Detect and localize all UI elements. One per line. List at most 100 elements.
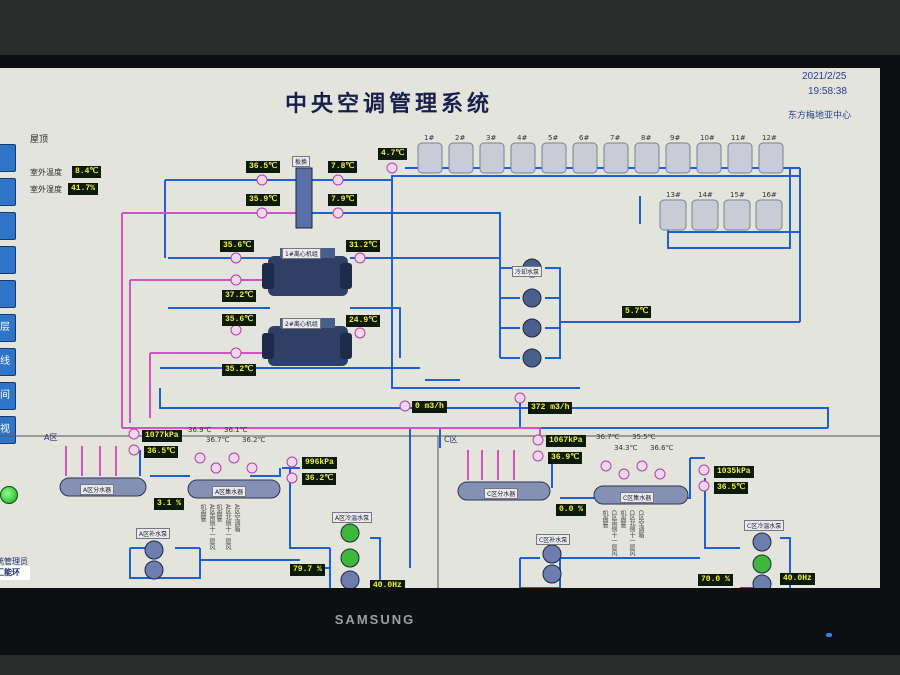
chiller1-left-bottom-temp: 37.2℃	[222, 290, 257, 302]
cooling-tower-row-1[interactable]	[417, 142, 784, 174]
plate-hx-label: 板换	[292, 156, 311, 167]
zone-a-supply-pumps[interactable]	[144, 540, 164, 580]
zone-a-branch-3: A区空调箱	[233, 504, 240, 533]
zone-c-cooling-pump-label: C区冷温水泵	[744, 520, 785, 531]
tower-label-12: 12#	[762, 134, 777, 142]
zone-a-supply-pump-label: A区补水泵	[136, 528, 171, 539]
tower-label-14: 14#	[698, 191, 713, 199]
power-led	[826, 633, 832, 637]
flow-meter-1: 0 m3/h	[412, 401, 447, 413]
zone-a-frequency: 40.0Hz	[370, 580, 405, 588]
tower-label-2: 2#	[455, 134, 466, 142]
cooling-tower-row-2[interactable]	[659, 199, 783, 231]
time-display: 19:58:38	[808, 86, 847, 97]
zone-c-pressure-1: 1067kPa	[546, 435, 586, 447]
tower-label-16: 16#	[762, 191, 777, 199]
chiller-1-label: 1#离心机组	[282, 248, 321, 259]
hvac-schematic	[0, 142, 880, 588]
date-display: 2021/2/25	[802, 71, 847, 82]
sidebar-button-7[interactable]: 线	[0, 348, 16, 376]
zone-a-cooling-pumps[interactable]	[340, 523, 360, 588]
sidebar-button-1[interactable]	[0, 144, 16, 172]
zone-a-cooling-pump-label: A区冷温水泵	[332, 512, 373, 523]
sidebar-button-8[interactable]: 间	[0, 382, 16, 410]
chiller-2-label: 2#离心机组	[282, 318, 321, 329]
tower-outlet-temp: 4.7℃	[378, 148, 408, 160]
sidebar-button-3[interactable]	[0, 212, 16, 240]
tower-label-5: 5#	[548, 134, 559, 142]
zone-c-collector-temp-3: 35.5℃	[632, 433, 656, 441]
sidebar-button-9[interactable]: 视	[0, 416, 16, 444]
run-indicator-icon	[0, 486, 18, 504]
page-title: 中央空调管理系统	[285, 92, 494, 117]
chiller1-right-top-temp: 31.2℃	[346, 240, 381, 252]
tower-label-7: 7#	[610, 134, 621, 142]
tower-label-1: 1#	[424, 134, 435, 142]
zone-c-valve-percent: 0.0 %	[556, 504, 587, 516]
zone-a-temp-2: 36.2℃	[302, 473, 337, 485]
zone-a-collector-temp-4: 36.2℃	[242, 436, 266, 444]
tower-label-8: 8#	[641, 134, 652, 142]
zone-a-collector-temp-2: 36.7℃	[206, 436, 230, 444]
sidebar-footer[interactable]: 统管理员	[0, 557, 28, 566]
hvac-screen: 中央空调管理系统 2021/2/25 19:58:38 东方梅地亚中心 屋顶 层…	[0, 68, 880, 588]
outdoor-temp-value: 8.4℃	[72, 166, 102, 178]
zone-c-branch-3: C区空调箱	[637, 510, 644, 539]
zone-c-bypass-percent: 70.0 %	[698, 574, 733, 586]
zone-c-supply-pump-label: C区补水泵	[536, 534, 571, 545]
plate-heat-exchanger[interactable]	[295, 167, 313, 229]
sidebar-button-5[interactable]	[0, 280, 16, 308]
zone-a-collector-label: A区集水器	[212, 486, 247, 497]
company-logo: 汇能环	[0, 566, 30, 580]
flow-meter-2: 372 m3/h	[528, 402, 573, 414]
zone-a-pressure-1: 1077kPa	[142, 430, 182, 442]
zone-a-temp-1: 36.5℃	[144, 446, 179, 458]
tower-label-15: 15#	[730, 191, 745, 199]
zone-a-distributor-label: A区分水器	[80, 484, 115, 495]
hx-out-bottom-temp: 7.9℃	[328, 194, 358, 206]
hx-out-top-temp: 7.8℃	[328, 161, 358, 173]
tower-label-6: 6#	[579, 134, 590, 142]
zone-a-bypass-percent: 79.7 %	[290, 564, 325, 576]
condenser-water-pipes	[121, 179, 541, 440]
zone-c-branch-2: C区北侧十一层风机盘管	[619, 510, 635, 557]
sidebar-button-4[interactable]	[0, 246, 16, 274]
zone-a-pressure-2: 996kPa	[302, 457, 337, 469]
zone-c-branch-1: C区南侧十一层风机盘管	[601, 510, 617, 557]
zone-c-collector-temp-4: 36.6℃	[650, 444, 674, 452]
organization-name: 东方梅地亚中心	[788, 111, 852, 121]
tower-label-3: 3#	[486, 134, 497, 142]
cooling-pumps-label: 冷却水泵	[512, 266, 543, 277]
zone-a-branch-2: A区北侧十一层风机盘管	[215, 504, 231, 551]
zone-a-collector-temp-1: 36.9℃	[188, 426, 212, 434]
zone-c-temp-2: 36.5℃	[714, 482, 749, 494]
sidebar-button-2[interactable]	[0, 178, 16, 206]
zone-c-temp-1: 36.9℃	[548, 452, 583, 464]
tower-label-9: 9#	[670, 134, 681, 142]
pump-outlet-temp: 5.7℃	[622, 306, 652, 318]
tower-label-10: 10#	[700, 134, 715, 142]
sensor-points	[128, 162, 710, 492]
section-roof: 屋顶	[30, 135, 49, 145]
zone-c-frequency: 40.0Hz	[780, 573, 815, 585]
chiller1-left-top-temp: 35.6℃	[220, 240, 255, 252]
outdoor-humidity-label: 室外湿度	[30, 185, 62, 194]
zone-c-supply-pumps[interactable]	[542, 544, 562, 584]
tower-label-11: 11#	[731, 134, 746, 142]
zone-c-cooling-pumps[interactable]	[752, 532, 772, 588]
hx-in-bottom-temp: 35.9℃	[246, 194, 281, 206]
tower-label-4: 4#	[517, 134, 528, 142]
chiller2-right-top-temp: 24.9℃	[346, 315, 381, 327]
sidebar-button-6[interactable]: 层	[0, 314, 16, 342]
zone-a-valve-percent: 3.1 %	[154, 498, 185, 510]
chiller2-left-bottom-temp: 35.2℃	[222, 364, 257, 376]
outdoor-temp-label: 室外温度	[30, 168, 62, 177]
tower-label-13: 13#	[666, 191, 681, 199]
zone-c-title: C区	[444, 435, 458, 444]
zone-c-collector-label: C区集水器	[620, 492, 655, 503]
zone-c-collector-temp-1: 36.7℃	[596, 433, 620, 441]
hx-in-top-temp: 36.5℃	[246, 161, 281, 173]
outdoor-humidity-value: 41.7%	[68, 183, 99, 195]
zone-a-title: A区	[44, 433, 58, 442]
zone-c-pressure-2: 1035kPa	[714, 466, 754, 478]
